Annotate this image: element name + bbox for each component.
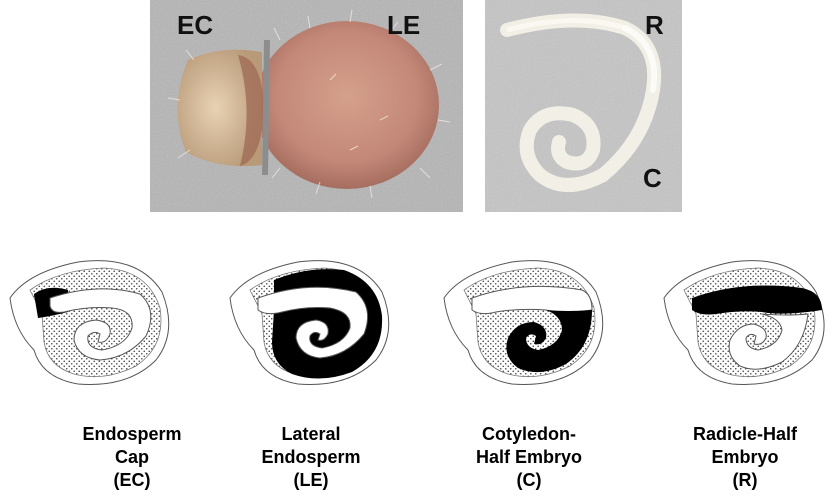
caption-radicle-half: Radicle-Half Embryo (R) xyxy=(660,423,830,492)
label-r: R xyxy=(645,12,664,38)
seed-diagram-cotyledon-half xyxy=(442,250,610,392)
caption-line: Embryo xyxy=(660,446,830,469)
caption-line: Half Embryo xyxy=(444,446,614,469)
caption-line: Radicle-Half xyxy=(660,423,830,446)
seed-diagram-endosperm-cap xyxy=(8,250,176,392)
lateral-endosperm-tissue xyxy=(255,21,439,189)
label-c: C xyxy=(643,165,662,191)
seed-photo-right: R C xyxy=(485,0,682,212)
seed-diagram-radicle-half xyxy=(662,250,834,392)
caption-line: Cotyledon- xyxy=(444,423,614,446)
caption-line: Endosperm xyxy=(47,423,217,446)
caption-line: Endosperm xyxy=(226,446,396,469)
caption-line: (C) xyxy=(444,469,614,492)
caption-line: Lateral xyxy=(226,423,396,446)
seed-photo-left: EC LE xyxy=(150,0,463,212)
caption-cotyledon-half: Cotyledon- Half Embryo (C) xyxy=(444,423,614,492)
label-le: LE xyxy=(387,12,420,38)
caption-line: (EC) xyxy=(47,469,217,492)
caption-line: (LE) xyxy=(226,469,396,492)
label-ec: EC xyxy=(177,12,213,38)
caption-line: Cap xyxy=(47,446,217,469)
caption-lateral-endosperm: Lateral Endosperm (LE) xyxy=(226,423,396,492)
caption-line: (R) xyxy=(660,469,830,492)
seed-diagram-lateral-endosperm xyxy=(228,250,396,392)
caption-endosperm-cap: Endosperm Cap (EC) xyxy=(47,423,217,492)
